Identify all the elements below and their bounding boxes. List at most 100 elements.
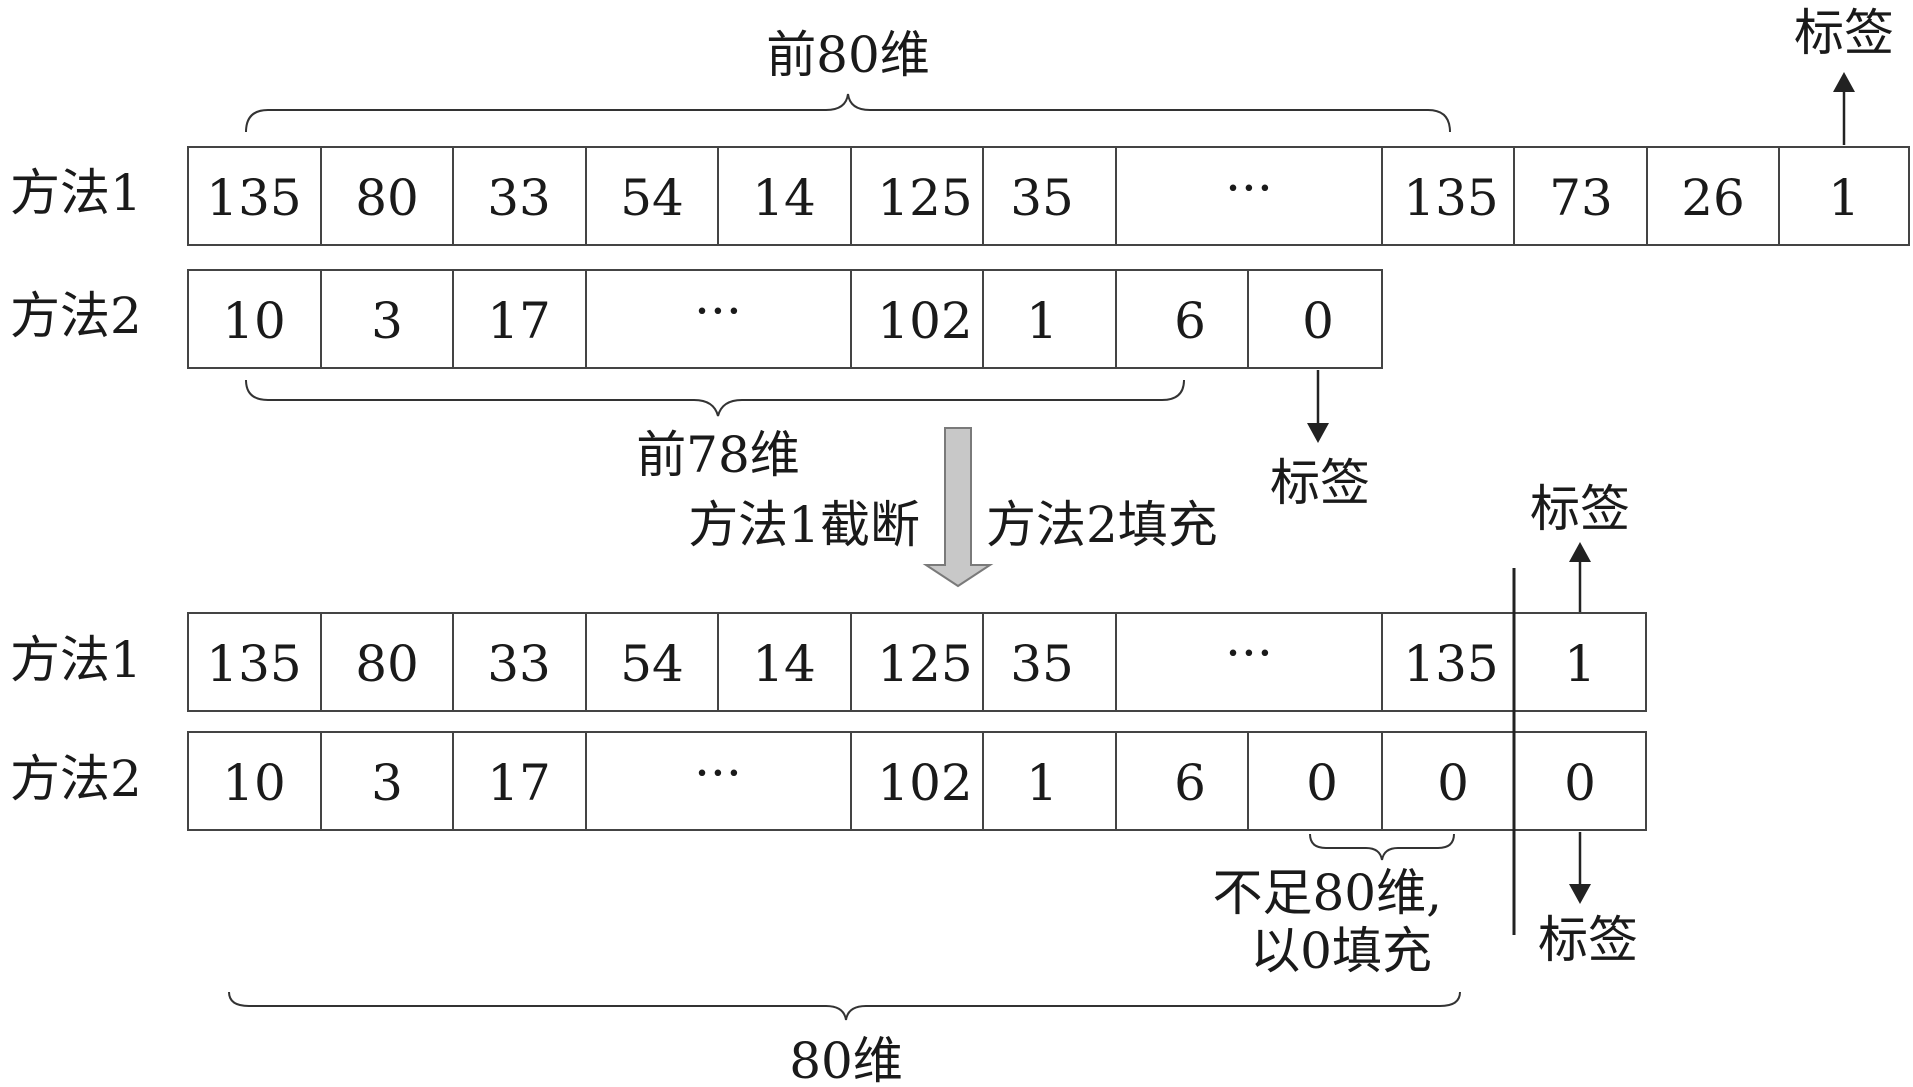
cell bbox=[452, 731, 587, 831]
cell-value: 73 bbox=[1549, 169, 1613, 227]
cell-label bbox=[1778, 146, 1910, 246]
cell-value: 33 bbox=[487, 169, 551, 227]
cell-value: 10 bbox=[222, 292, 286, 350]
cell bbox=[1381, 612, 1515, 712]
cell-value: 35 bbox=[1010, 635, 1074, 693]
pad-note-line2: 以0填充 bbox=[1250, 922, 1432, 980]
cell bbox=[850, 731, 984, 831]
cell-value: 17 bbox=[487, 754, 551, 812]
brace-label-first-78: 前78维 bbox=[636, 426, 800, 484]
tag-label-top-row2: 标签 bbox=[1270, 454, 1370, 512]
row-method2-bottom: 10 3 17 ··· 102 1 6 0 0 0 bbox=[187, 731, 1647, 831]
cell-pad bbox=[1381, 731, 1515, 831]
cell-value: 135 bbox=[1403, 169, 1498, 227]
row-method1-bottom: 135 80 33 54 14 125 35 ··· 135 1 bbox=[187, 612, 1647, 712]
truncate-text: 方法1截断 bbox=[688, 496, 920, 554]
cell-pad bbox=[1247, 731, 1383, 831]
cell bbox=[320, 269, 454, 369]
brace-label-first-80: 前80维 bbox=[766, 26, 930, 84]
brace-first-80 bbox=[245, 93, 1451, 133]
transform-arrow bbox=[922, 427, 994, 588]
cell-value: 125 bbox=[877, 169, 972, 227]
cell bbox=[452, 146, 587, 246]
cell bbox=[452, 612, 587, 712]
row-method1-top: 135 80 33 54 14 125 35 ··· 135 73 26 1 bbox=[187, 146, 1910, 246]
cell-value: 3 bbox=[371, 754, 403, 812]
cell bbox=[187, 146, 322, 246]
cell-ellipsis-text: ··· bbox=[1225, 624, 1273, 682]
brace-first-78 bbox=[245, 379, 1185, 417]
cell-value: 17 bbox=[487, 292, 551, 350]
cell-value: 6 bbox=[1174, 292, 1206, 350]
cell bbox=[982, 146, 1117, 246]
cell-value: 1 bbox=[1026, 292, 1058, 350]
arrowhead-up bbox=[1569, 542, 1591, 562]
cell-label-value: 1 bbox=[1564, 635, 1596, 693]
row-label-method1-top: 方法1 bbox=[10, 164, 142, 222]
cell bbox=[187, 269, 322, 369]
row-label-method1-bottom: 方法1 bbox=[10, 631, 142, 689]
arrowhead-down bbox=[1569, 884, 1591, 904]
cell-value: 3 bbox=[371, 292, 403, 350]
cell-value: 14 bbox=[752, 635, 816, 693]
row-label-method2-bottom: 方法2 bbox=[10, 750, 142, 808]
cell-ellipsis-text: ··· bbox=[694, 744, 742, 802]
cell-value: 135 bbox=[1403, 635, 1498, 693]
cell-value: 80 bbox=[355, 635, 419, 693]
cell bbox=[320, 612, 454, 712]
cell-value: 80 bbox=[355, 169, 419, 227]
cell bbox=[982, 269, 1117, 369]
cell-label bbox=[1513, 731, 1647, 831]
tag-label-bottom-down: 标签 bbox=[1538, 911, 1638, 969]
cell bbox=[1115, 269, 1249, 369]
pad-note-line1: 不足80维, bbox=[1212, 864, 1442, 922]
cell-label-value: 0 bbox=[1564, 754, 1596, 812]
cell-ellipsis-text: ··· bbox=[694, 282, 742, 340]
row-label-method2-top: 方法2 bbox=[10, 287, 142, 345]
cell bbox=[717, 146, 852, 246]
cell-value: 14 bbox=[752, 169, 816, 227]
cell-ellipsis bbox=[1115, 146, 1383, 246]
cell bbox=[452, 269, 587, 369]
cell bbox=[187, 612, 322, 712]
brace-padding bbox=[1309, 833, 1455, 861]
cell-value: 1 bbox=[1026, 754, 1058, 812]
cell bbox=[850, 269, 984, 369]
cell-pad-value: 0 bbox=[1306, 754, 1338, 812]
cell-value: 102 bbox=[877, 292, 972, 350]
cell-value: 10 bbox=[222, 754, 286, 812]
brace-80-dim bbox=[228, 991, 1461, 1021]
cell-value: 125 bbox=[877, 635, 972, 693]
cell-pad-value: 0 bbox=[1437, 754, 1469, 812]
cell-value: 35 bbox=[1010, 169, 1074, 227]
cell-value: 135 bbox=[206, 635, 301, 693]
cell-value: 6 bbox=[1174, 754, 1206, 812]
row-method2-top: 10 3 17 ··· 102 1 6 0 bbox=[187, 269, 1383, 369]
cell-value: 33 bbox=[487, 635, 551, 693]
cell-value: 54 bbox=[620, 169, 684, 227]
cell-label bbox=[1247, 269, 1383, 369]
cell-value: 26 bbox=[1681, 169, 1745, 227]
cell-label-value: 1 bbox=[1828, 169, 1860, 227]
cell-label-value: 0 bbox=[1302, 292, 1334, 350]
cell bbox=[1115, 731, 1249, 831]
cell-label bbox=[1513, 612, 1647, 712]
arrowhead-down bbox=[1307, 423, 1329, 443]
cell bbox=[1513, 146, 1648, 246]
cell-ellipsis bbox=[585, 269, 852, 369]
tag-label-top-right: 标签 bbox=[1794, 4, 1894, 62]
cell bbox=[850, 612, 984, 712]
cell-value: 54 bbox=[620, 635, 684, 693]
cell bbox=[850, 146, 984, 246]
brace-label-80-dim: 80维 bbox=[789, 1032, 903, 1087]
cell bbox=[1381, 146, 1515, 246]
cell bbox=[187, 731, 322, 831]
arrowhead-up bbox=[1833, 72, 1855, 92]
cell bbox=[717, 612, 852, 712]
cell bbox=[320, 146, 454, 246]
cell-ellipsis-text: ··· bbox=[1225, 159, 1273, 217]
cell bbox=[585, 612, 719, 712]
tag-label-bottom-up: 标签 bbox=[1530, 480, 1630, 538]
